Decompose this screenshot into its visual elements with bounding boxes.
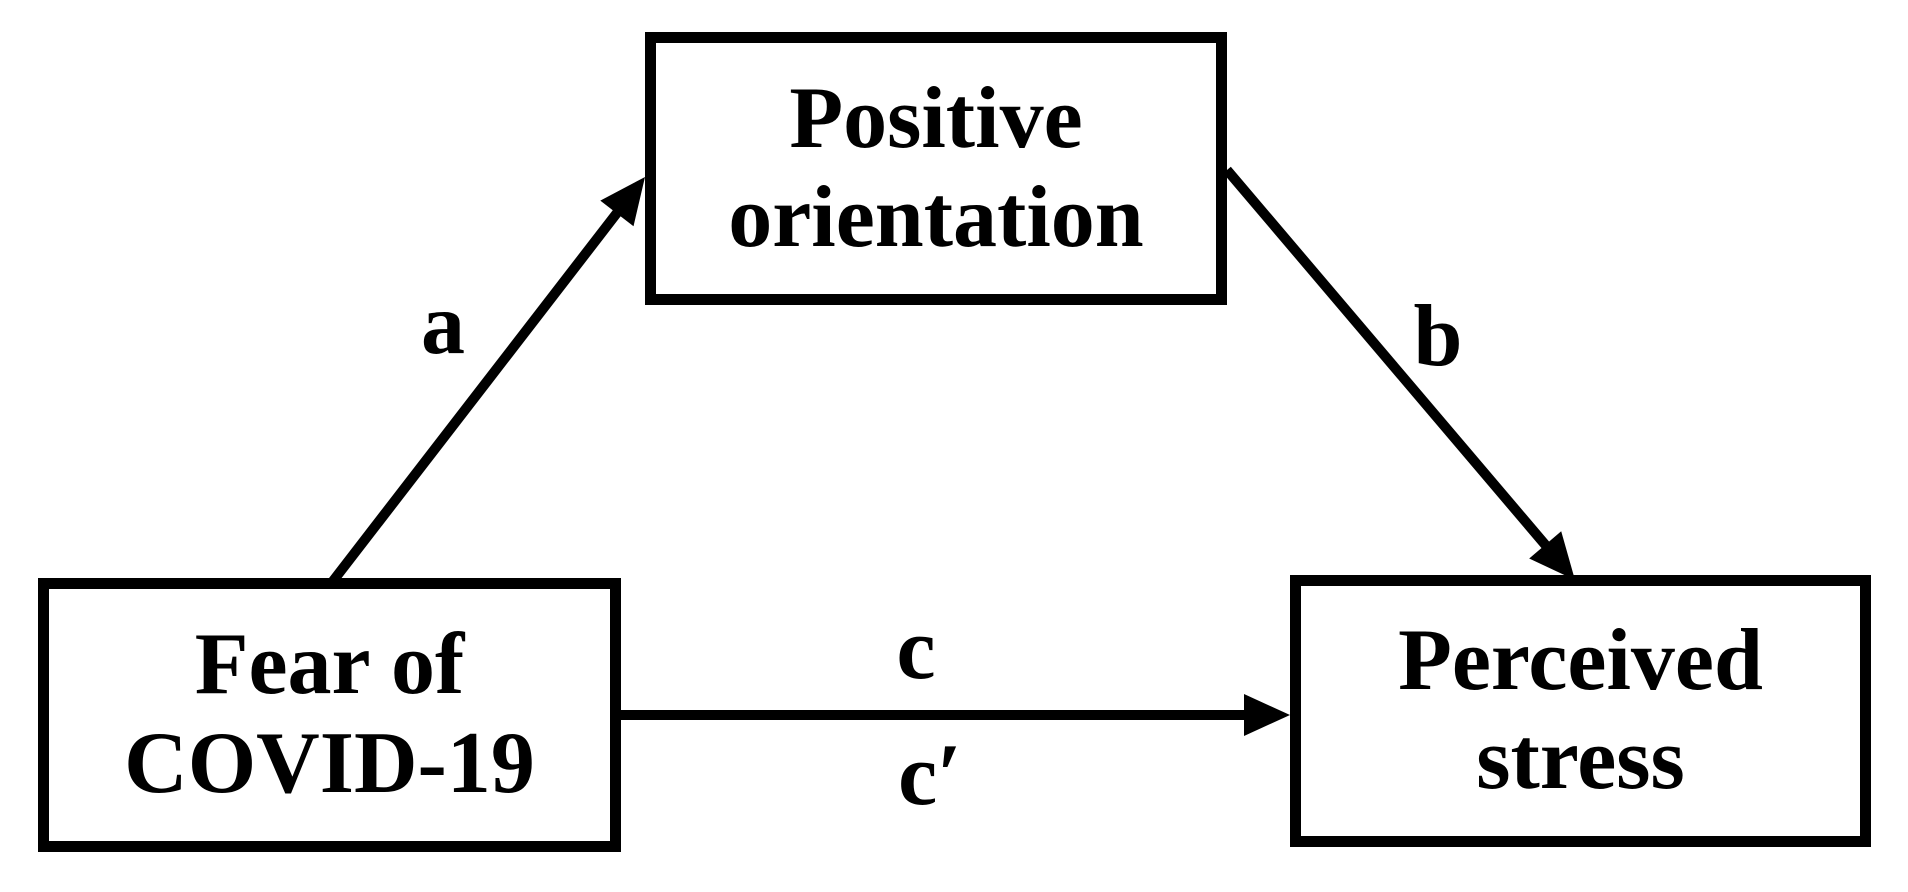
node-positive-orientation-line2: orientation xyxy=(728,168,1144,266)
node-fear-of-covid-19-line2: COVID-19 xyxy=(124,715,535,812)
arrow-c xyxy=(621,694,1290,736)
node-fear-of-covid-19: Fear of COVID-19 xyxy=(38,578,621,852)
node-perceived-stress-line1: Perceived xyxy=(1398,612,1763,710)
arrow-c-head-icon xyxy=(1244,694,1290,736)
path-label-c: c xyxy=(896,601,936,698)
arrow-a xyxy=(329,177,645,585)
node-perceived-stress-line2: stress xyxy=(1476,711,1685,808)
arrow-a-head-icon xyxy=(600,177,645,227)
arrow-a-line xyxy=(329,205,624,585)
path-label-c-prime: c′ xyxy=(898,727,962,824)
node-positive-orientation-line1: Positive xyxy=(789,69,1083,167)
path-label-b: b xyxy=(1413,288,1463,385)
arrow-b xyxy=(1223,166,1575,580)
arrow-b-line xyxy=(1223,166,1552,552)
node-perceived-stress: Perceived stress xyxy=(1290,575,1871,847)
node-positive-orientation: Positive orientation xyxy=(645,32,1227,305)
node-fear-of-covid-19-line1: Fear of xyxy=(194,616,465,714)
path-label-a: a xyxy=(421,276,465,373)
arrow-b-head-icon xyxy=(1529,531,1575,580)
